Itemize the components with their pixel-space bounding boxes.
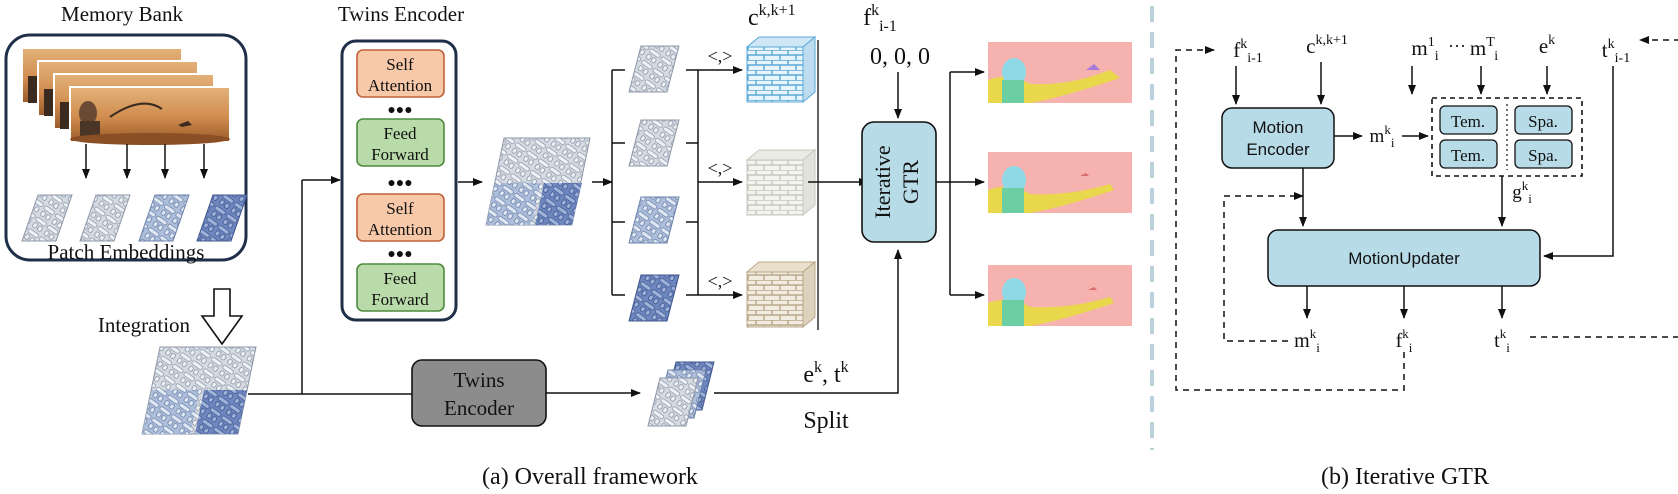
in-c-label: ck,k+1 — [1306, 33, 1348, 58]
block-1-line2: Attention — [368, 76, 433, 95]
spa-block-1 — [1514, 105, 1573, 135]
block-2-line2: Forward — [371, 145, 429, 164]
video-frames-stack — [21, 47, 231, 145]
split-patches — [628, 45, 680, 322]
correlation-cube-1 — [745, 35, 817, 104]
correlation-cube-3 — [745, 260, 817, 329]
encoder-block-1: Self Attention — [356, 49, 445, 98]
memory-bank-title: Memory Bank — [61, 2, 183, 26]
correlation-label: ck,k+1 — [748, 2, 796, 31]
ellipsis-2: ●●● — [387, 176, 412, 191]
encoder-connectors — [248, 176, 483, 395]
spa-label-1: Spa. — [1528, 112, 1558, 131]
tem-label-2: Tem. — [1451, 146, 1485, 165]
spa-label-2: Spa. — [1528, 146, 1558, 165]
gtr-output-tree — [936, 68, 985, 299]
spa-block-2 — [1514, 139, 1573, 169]
flow-output-1 — [988, 42, 1132, 103]
gtr-line2: GTR — [898, 160, 923, 204]
integrated-embedding — [141, 346, 257, 435]
gtr-input-arrows — [1232, 62, 1551, 105]
flow-label: fki-1 — [863, 2, 897, 35]
split-tree — [611, 66, 743, 299]
split-label: Split — [803, 408, 849, 434]
motion-encoder-line1: Motion — [1252, 118, 1303, 137]
motion-encoder-box — [1221, 107, 1335, 169]
block-1-line1: Self — [386, 55, 414, 74]
block-4-line1: Feed — [383, 269, 417, 288]
out-f-label: fki — [1396, 326, 1413, 355]
flow-output-2 — [988, 152, 1132, 213]
tem-block-2 — [1439, 139, 1498, 169]
corr-op-3: <,> — [708, 271, 733, 291]
out-m-label: mki — [1294, 326, 1320, 355]
ellipsis-1: ●●● — [387, 103, 412, 118]
twins-encoder-small-line1: Twins — [453, 368, 504, 392]
out-t-label: tki — [1494, 326, 1510, 355]
et-label: ek, tk — [803, 359, 848, 388]
in-f-label: fki-1 — [1233, 37, 1263, 66]
feedback-loops — [1175, 36, 1678, 391]
in-mT-label: mTi — [1470, 35, 1498, 64]
patch-embeddings-label: Patch Embeddings — [48, 240, 205, 264]
context-to-gtr-arrow — [714, 249, 902, 394]
gtr-line1: Iterative — [870, 145, 895, 218]
twins-encoder-title: Twins Encoder — [338, 2, 464, 26]
in-dots: ··· — [1448, 36, 1466, 56]
updater-output-arrows — [1303, 286, 1506, 319]
tem-spa-group — [1431, 97, 1583, 177]
encoder-block-2: Feed Forward — [356, 118, 445, 167]
motion-updater-label: MotionUpdater — [1348, 249, 1460, 268]
block-2-line1: Feed — [383, 124, 417, 143]
tem-label-1: Tem. — [1451, 112, 1485, 131]
twins-encoder-container — [340, 39, 458, 322]
memory-arrows — [82, 144, 208, 179]
encoded-embedding — [485, 137, 591, 226]
block-3-line1: Self — [386, 199, 414, 218]
in-t-label: tki-1 — [1602, 37, 1630, 66]
flow-init-values: 0, 0, 0 — [870, 44, 930, 70]
integration-arrow — [200, 288, 244, 346]
ellipsis-3: ●●● — [387, 247, 412, 262]
encoder-block-3: Self Attention — [356, 193, 445, 242]
integration-label: Integration — [98, 313, 191, 337]
g-label: gki — [1512, 178, 1532, 206]
block-4-line2: Forward — [371, 290, 429, 309]
motion-encoder-line2: Encoder — [1246, 140, 1310, 159]
corr-op-2: <,> — [708, 158, 733, 178]
in-m1-label: m1i — [1411, 35, 1438, 64]
patch-embeddings-row — [21, 194, 248, 242]
t-to-updater-arrow — [1543, 66, 1614, 260]
encoder-block-4: Feed Forward — [356, 263, 445, 312]
corr-op-1: <,> — [708, 46, 733, 66]
correlation-cube-2 — [745, 148, 817, 217]
in-e-label: ek — [1539, 33, 1555, 58]
twins-encoder-small-line2: Encoder — [444, 396, 514, 420]
block-3-line2: Attention — [368, 220, 433, 239]
caption-b: (b) Iterative GTR — [1321, 464, 1489, 490]
caption-a: (a) Overall framework — [482, 464, 698, 490]
flow-output-3 — [988, 265, 1132, 326]
m-mid-label: mki — [1370, 122, 1395, 150]
context-embeddings — [647, 361, 715, 427]
tem-block-1 — [1439, 105, 1498, 135]
